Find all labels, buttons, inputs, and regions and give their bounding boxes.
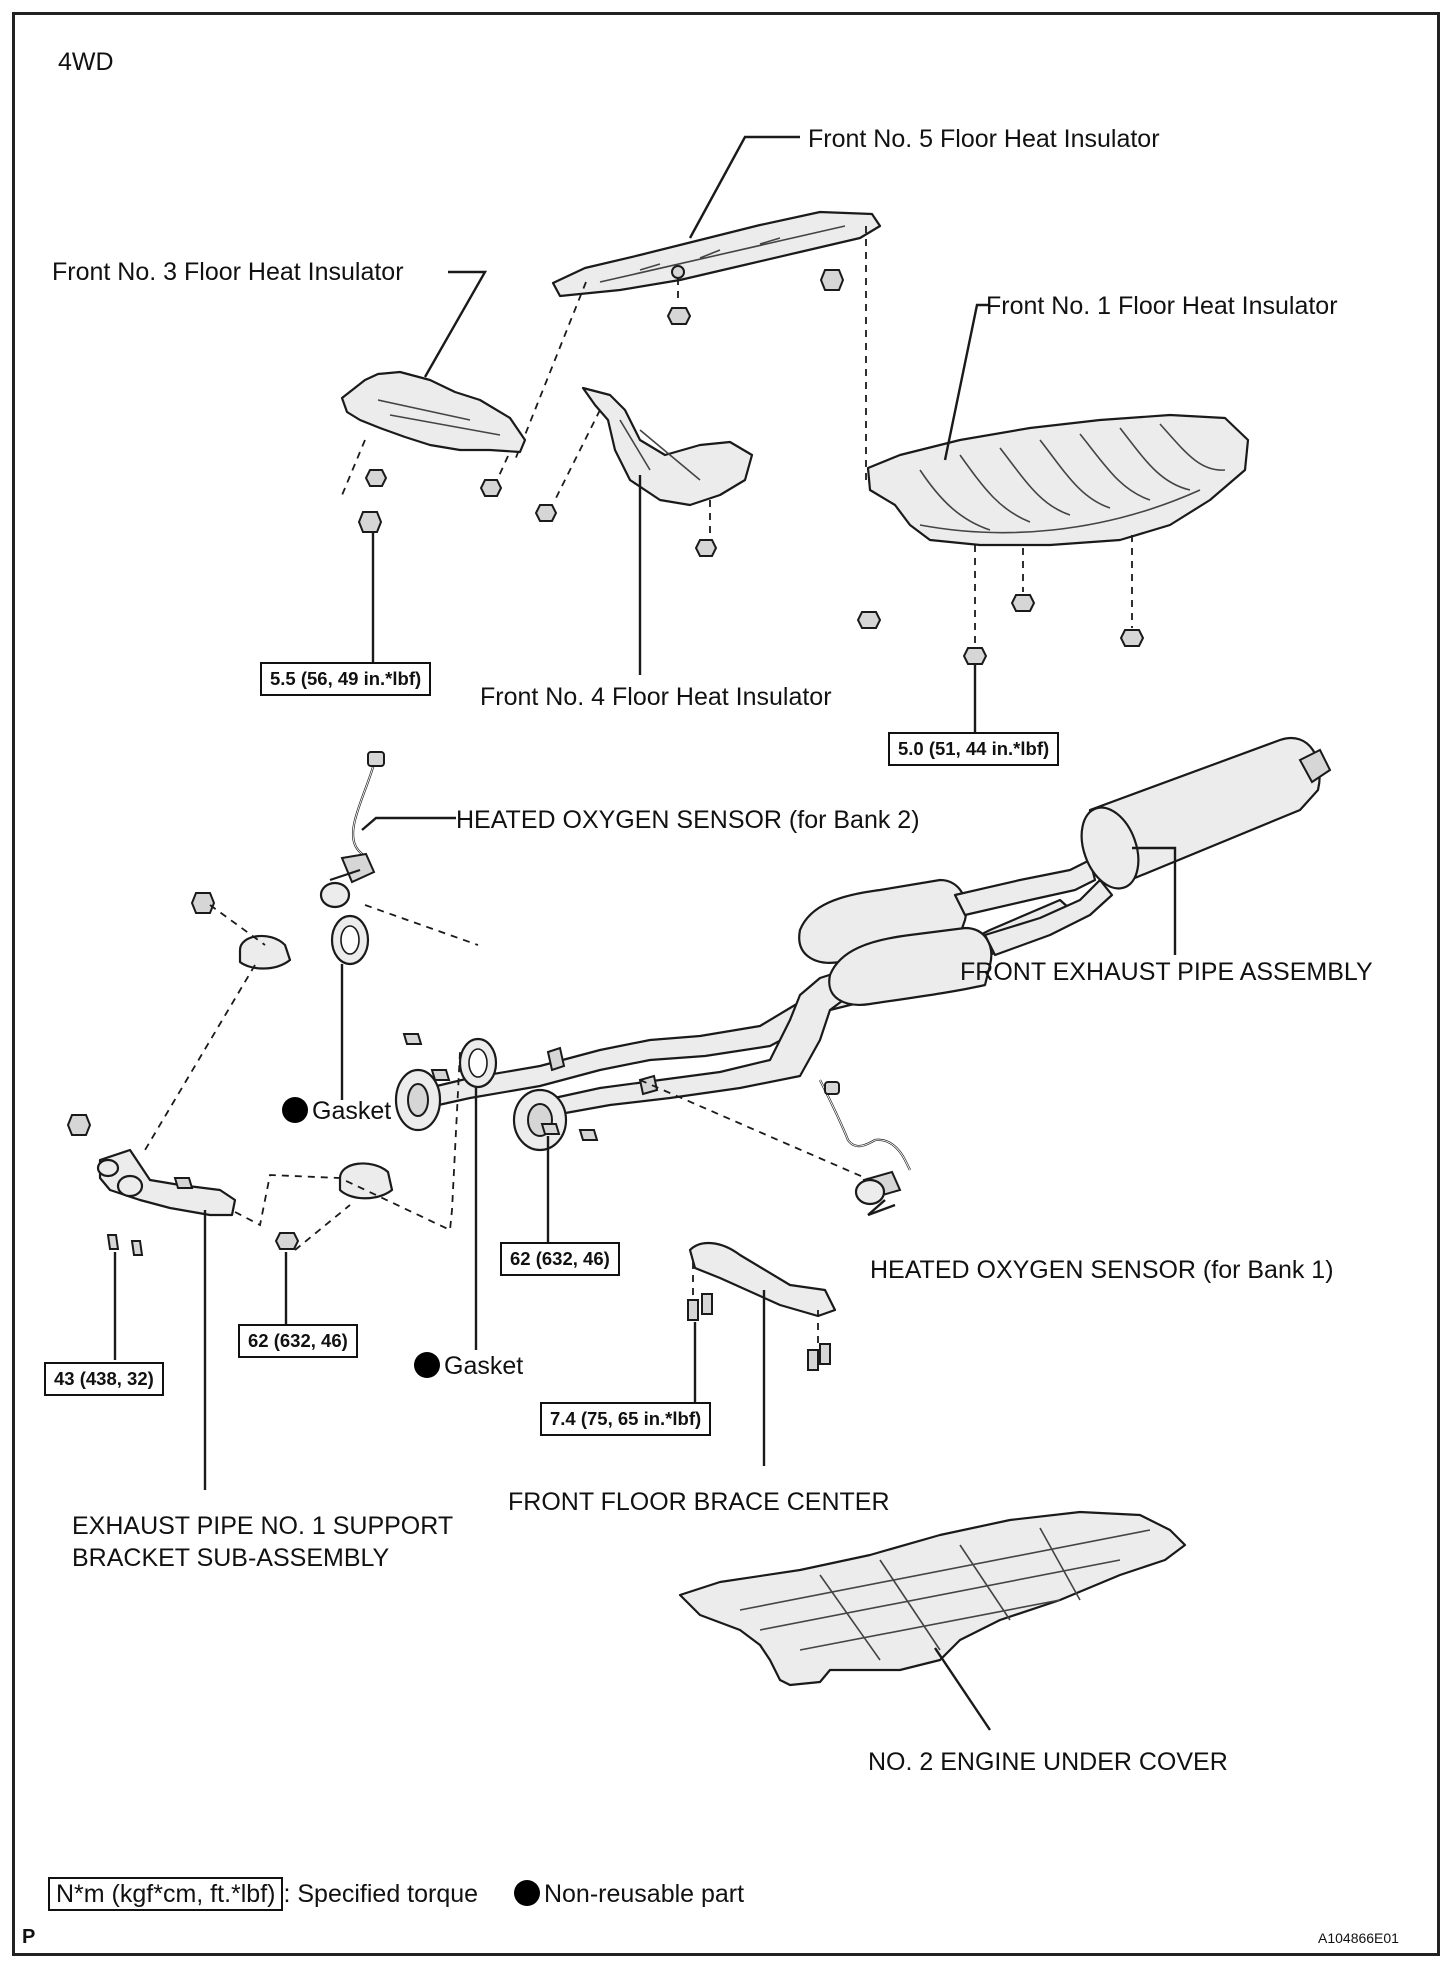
gasket-lower-part	[458, 1037, 498, 1350]
gasket-upper-text: Gasket	[312, 1097, 392, 1125]
legend-torque-unit-box: N*m (kgf*cm, ft.*lbf)	[48, 1877, 284, 1911]
insulator-3-part	[340, 370, 527, 533]
insulator-1-part	[856, 413, 1250, 665]
legend-non-reusable-text: Non-reusable part	[543, 1880, 745, 1908]
torque-insulator3: 5.5 (56, 49 in.*lbf)	[260, 662, 432, 696]
variant-label: 4WD	[58, 48, 114, 76]
torque-insulator1: 5.0 (51, 44 in.*lbf)	[888, 732, 1060, 766]
legend: N*m (kgf*cm, ft.*lbf): Specified torque …	[48, 1877, 745, 1911]
gasket-upper-label: Gasket	[282, 1097, 391, 1126]
exhaust-assembly-leader	[1132, 846, 1177, 955]
footer-left-mark: P	[22, 1926, 36, 1948]
torque-flange-bank1: 62 (632, 46)	[500, 1242, 620, 1276]
insulator-5-part	[551, 210, 882, 325]
brace-part	[687, 1242, 837, 1371]
insulator-1-leaders	[943, 303, 1133, 735]
exhaust-assembly-label: FRONT EXHAUST PIPE ASSEMBLY	[960, 958, 1373, 986]
insulator-5-label: Front No. 5 Floor Heat Insulator	[808, 125, 1160, 153]
torque-bracket: 43 (438, 32)	[44, 1362, 164, 1396]
sensor-bank2-leaders	[361, 816, 479, 946]
under-cover-leader	[934, 1647, 991, 1731]
rubber-mounts	[238, 934, 394, 1200]
insulator-4-label: Front No. 4 Floor Heat Insulator	[480, 683, 832, 711]
exhaust-assembly-part	[394, 737, 1332, 1152]
flange-bolts	[402, 1033, 599, 1248]
sensor-bank2-part	[319, 751, 385, 909]
brace-leaders	[692, 1262, 819, 1466]
insulator-4-part	[534, 386, 754, 557]
insulator-1-label: Front No. 1 Floor Heat Insulator	[986, 292, 1338, 320]
bracket-label-line1: EXHAUST PIPE NO. 1 SUPPORT	[72, 1512, 454, 1540]
sensor-bank1-leaders	[639, 1079, 896, 1217]
sensor-bank1-label: HEATED OXYGEN SENSOR (for Bank 1)	[870, 1256, 1334, 1284]
insulator-3-label: Front No. 3 Floor Heat Insulator	[52, 258, 404, 286]
under-cover-label: NO. 2 ENGINE UNDER COVER	[868, 1748, 1228, 1776]
bracket-leaders	[113, 904, 461, 1490]
insulator-3-leaders	[339, 270, 509, 662]
bracket-label-line2: BRACKET SUB-ASSEMBLY	[72, 1544, 390, 1572]
gasket-upper-part	[330, 914, 370, 1100]
insulator-4-leaders	[554, 409, 711, 675]
torque-brace: 7.4 (75, 65 in.*lbf)	[540, 1402, 712, 1436]
gasket-lower-text: Gasket	[444, 1352, 524, 1380]
bracket-part	[66, 892, 300, 1256]
torque-flange-bank2: 62 (632, 46)	[238, 1324, 358, 1358]
non-reusable-dot-icon	[282, 1097, 308, 1123]
diagram-frame	[12, 12, 1440, 1956]
under-cover-part	[678, 1510, 1187, 1687]
sensor-bank1-part	[819, 1079, 911, 1206]
sensor-bank2-label: HEATED OXYGEN SENSOR (for Bank 2)	[456, 806, 920, 834]
brace-center-label: FRONT FLOOR BRACE CENTER	[508, 1488, 890, 1516]
legend-non-reusable-dot-icon	[513, 1880, 540, 1906]
gasket-lower-label: Gasket	[414, 1352, 523, 1381]
figure-code: A104866E01	[1318, 1930, 1399, 1946]
insulator-5-leaders	[514, 135, 867, 480]
legend-torque-text: : Specified torque	[283, 1880, 479, 1908]
non-reusable-dot-icon	[414, 1352, 440, 1378]
